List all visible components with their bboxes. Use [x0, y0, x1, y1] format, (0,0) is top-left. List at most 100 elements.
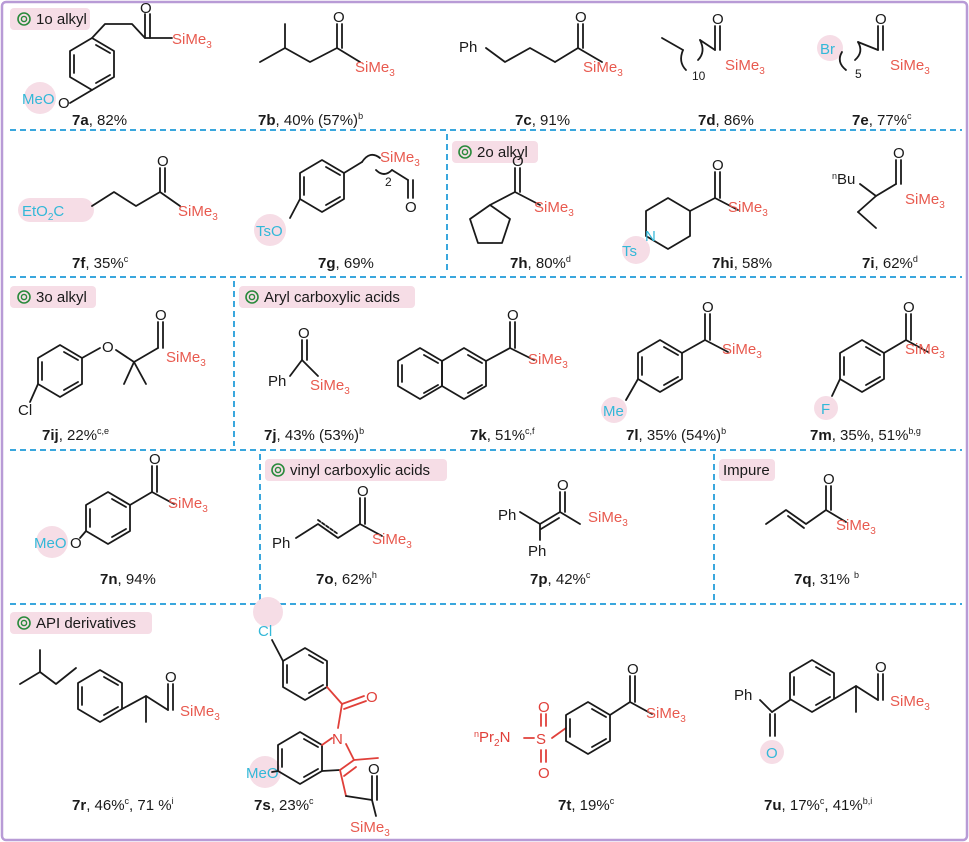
label-7e: 7e, 77%c [852, 111, 912, 129]
section-primary: 1o alkyl [10, 8, 90, 30]
svg-text:O: O [70, 535, 82, 552]
molecule-7c: Ph O SiMe3 [459, 9, 623, 79]
svg-text:Ph: Ph [459, 39, 477, 56]
svg-text:SiMe3: SiMe3 [905, 341, 945, 361]
svg-text:1o alkyl: 1o alkyl [36, 11, 87, 28]
svg-text:Impure: Impure [723, 462, 770, 479]
svg-text:SiMe3: SiMe3 [372, 531, 412, 551]
molecule-7ij: Cl O O SiMe3 [18, 307, 206, 419]
svg-text:TsO: TsO [256, 223, 283, 240]
svg-text:vinyl carboxylic acids: vinyl carboxylic acids [290, 462, 430, 479]
molecule-7n: MeO O O SiMe3 [34, 451, 208, 558]
molecule-7m: F O SiMe3 [814, 299, 945, 420]
svg-text:Cl: Cl [258, 623, 272, 640]
molecule-7h: O SiMe3 [469, 153, 574, 244]
label-7i: 7i, 62%d [862, 254, 918, 272]
molecule-7u: Ph O O SiMe3 [734, 659, 930, 764]
svg-text:O: O [712, 11, 724, 28]
svg-text:2: 2 [385, 175, 392, 189]
label-7hi: 7hi, 58% [712, 255, 772, 272]
svg-text:SiMe3: SiMe3 [180, 703, 220, 723]
svg-text:MeO: MeO [34, 535, 67, 552]
svg-text:O: O [507, 307, 519, 324]
svg-text:SiMe3: SiMe3 [583, 59, 623, 79]
svg-text:Ph: Ph [498, 507, 516, 524]
svg-text:O: O [149, 451, 161, 468]
svg-text:Cl: Cl [18, 402, 32, 419]
svg-text:SiMe3: SiMe3 [310, 377, 350, 397]
svg-text:nBu: nBu [832, 171, 855, 188]
svg-text:O: O [766, 745, 778, 762]
svg-text:O: O [702, 299, 714, 316]
svg-text:O: O [875, 11, 887, 28]
svg-text:SiMe3: SiMe3 [534, 199, 574, 219]
label-7f: 7f, 35%c [72, 254, 129, 272]
label-7u: 7u, 17%c, 41%b,i [764, 796, 872, 814]
svg-text:O: O [875, 659, 887, 676]
svg-text:O: O [157, 153, 169, 170]
svg-text:SiMe3: SiMe3 [836, 517, 876, 537]
label-7a: 7a, 82% [72, 112, 127, 129]
svg-text:SiMe3: SiMe3 [528, 351, 568, 371]
svg-text:SiMe3: SiMe3 [728, 199, 768, 219]
svg-text:O: O [538, 699, 550, 716]
svg-text:O: O [357, 483, 369, 500]
section-impure: Impure [719, 459, 775, 481]
svg-text:SiMe3: SiMe3 [355, 59, 395, 79]
svg-text:O: O [893, 145, 905, 162]
svg-text:MeO: MeO [246, 765, 279, 782]
svg-text:O: O [627, 661, 639, 678]
svg-text:SiMe3: SiMe3 [178, 203, 218, 223]
label-7p: 7p, 42%c [530, 570, 591, 588]
molecule-7k: O SiMe3 [397, 307, 568, 400]
svg-text:Ts: Ts [622, 243, 637, 260]
label-7r: 7r, 46%c, 71 %i [72, 796, 174, 814]
svg-text:O: O [405, 199, 417, 216]
svg-text:5: 5 [855, 67, 862, 81]
svg-text:Me: Me [603, 403, 624, 420]
molecule-7j: Ph O SiMe3 [268, 325, 350, 397]
label-7h: 7h, 80%d [510, 254, 571, 272]
svg-text:O: O [140, 0, 152, 17]
svg-text:F: F [821, 401, 830, 418]
svg-text:N: N [645, 228, 656, 245]
svg-text:nPr2N: nPr2N [474, 729, 510, 749]
section-secondary: 2o alkyl [452, 141, 538, 163]
molecule-7g: TsO O 2 SiMe3 [254, 149, 420, 246]
svg-text:Ph: Ph [268, 373, 286, 390]
label-7b: 7b, 40% (57%)b [258, 111, 363, 129]
svg-text:SiMe3: SiMe3 [380, 149, 420, 169]
label-7m: 7m, 35%, 51%b,g [810, 426, 921, 444]
label-7g: 7g, 69% [318, 255, 374, 272]
molecule-7b: O SiMe3 [259, 9, 395, 79]
svg-text:Ph: Ph [272, 535, 290, 552]
label-7l: 7l, 35% (54%)b [626, 426, 726, 444]
svg-text:SiMe3: SiMe3 [890, 693, 930, 713]
molecule-7r: O SiMe3 [19, 649, 220, 723]
svg-text:SiMe3: SiMe3 [168, 495, 208, 515]
svg-text:O: O [155, 307, 167, 324]
svg-text:O: O [575, 9, 587, 26]
svg-text:O: O [712, 157, 724, 174]
svg-text:O: O [557, 477, 569, 494]
svg-text:3o alkyl: 3o alkyl [36, 289, 87, 306]
svg-text:SiMe3: SiMe3 [172, 31, 212, 51]
svg-text:SiMe3: SiMe3 [905, 191, 945, 211]
svg-text:SiMe3: SiMe3 [350, 819, 390, 839]
svg-text:SiMe3: SiMe3 [890, 57, 930, 77]
label-7t: 7t, 19%c [558, 796, 615, 814]
label-7o: 7o, 62%h [316, 570, 377, 588]
label-7ij: 7ij, 22%c,e [42, 426, 109, 444]
svg-text:S: S [536, 731, 546, 748]
svg-text:O: O [368, 761, 380, 778]
label-7s: 7s, 23%c [254, 796, 314, 814]
svg-text:2o alkyl: 2o alkyl [477, 144, 528, 161]
svg-text:Aryl carboxylic acids: Aryl carboxylic acids [264, 289, 400, 306]
section-vinyl: vinyl carboxylic acids [265, 459, 447, 481]
molecule-7l: Me O SiMe3 [601, 299, 762, 423]
svg-text:O: O [823, 471, 835, 488]
svg-text:EtO2C: EtO2C [22, 203, 64, 223]
